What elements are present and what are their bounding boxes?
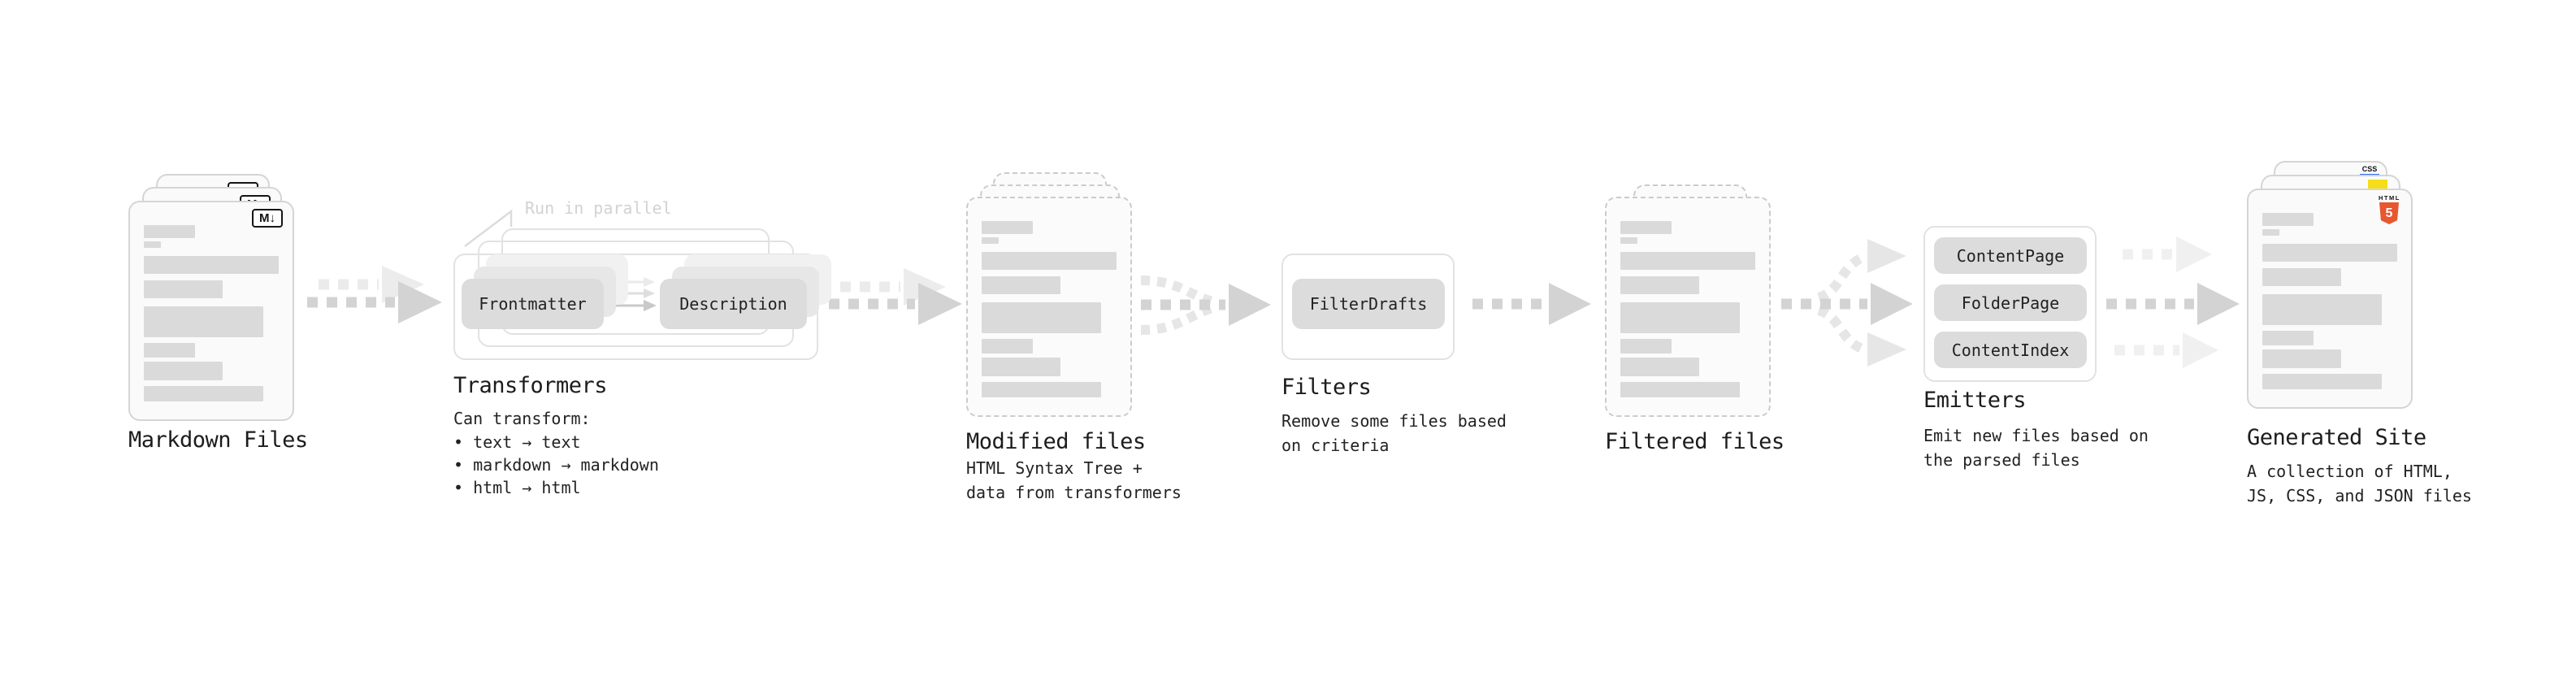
skeleton-text-bar <box>1620 252 1755 270</box>
emitter-folder-page-pill: FolderPage <box>1934 284 2087 321</box>
caption-line: Remove some files based <box>1281 411 1507 431</box>
skeleton-text-bar <box>982 302 1101 333</box>
bullet-item: • html → html <box>453 478 581 497</box>
skeleton-text-bar <box>1620 276 1699 294</box>
stage-title-filters: Filters <box>1281 375 1372 400</box>
arrow-emitters-to-site <box>2106 236 2240 368</box>
skeleton-text-bar <box>144 306 263 337</box>
stage-title-generated-site: Generated Site <box>2247 425 2426 450</box>
skeleton-text-bar <box>144 241 161 248</box>
file-page-front <box>1605 197 1771 417</box>
caption-line: Can transform: <box>453 409 591 428</box>
stage-title-filtered-files: Filtered files <box>1605 429 1785 454</box>
skeleton-text-bar <box>2262 331 2314 345</box>
skeleton-text-bar <box>982 252 1117 270</box>
caption-line: HTML Syntax Tree + <box>966 458 1143 478</box>
skeleton-text-bar <box>144 386 263 401</box>
caption-line: JS, CSS, and JSON files <box>2247 486 2472 505</box>
skeleton-text-bar <box>982 237 999 244</box>
arrow-filtered-to-emitters <box>1781 239 1913 367</box>
modified-files-caption: HTML Syntax Tree + data from transformer… <box>966 456 1182 505</box>
skeleton-text-bar <box>2262 268 2341 286</box>
skeleton-text-bar <box>144 362 223 380</box>
transformer-frontmatter-pill: Frontmatter <box>462 279 604 329</box>
skeleton-text-bar <box>144 256 279 274</box>
generated-site-caption: A collection of HTML, JS, CSS, and JSON … <box>2247 459 2472 508</box>
arrow-modified-to-filters <box>1140 275 1271 335</box>
stage-title-modified-files: Modified files <box>966 429 1146 454</box>
transformer-description-pill: Description <box>660 279 807 329</box>
bullet-item: • text → text <box>453 432 581 452</box>
skeleton-text-bar <box>2262 229 2279 236</box>
caption-line: on criteria <box>1281 436 1390 455</box>
skeleton-text-bar <box>2262 374 2382 389</box>
skeleton-text-bar <box>1620 358 1699 376</box>
filters-caption: Remove some files based on criteria <box>1281 409 1507 458</box>
caption-line: A collection of HTML, <box>2247 462 2452 481</box>
filter-drafts-pill: FilterDrafts <box>1292 279 1445 329</box>
skeleton-text-bar <box>2262 294 2382 325</box>
transformers-caption: Can transform: • text → text • markdown … <box>453 406 659 499</box>
stage-title-emitters: Emitters <box>1923 388 2027 413</box>
skeleton-text-bar <box>982 221 1033 234</box>
skeleton-text-bar <box>982 276 1060 294</box>
stage-title-transformers: Transformers <box>453 373 608 398</box>
file-page-front: M↓ <box>128 201 294 421</box>
skeleton-text-bar <box>144 280 223 298</box>
skeleton-text-bar <box>2262 244 2397 262</box>
skeleton-text-bar <box>144 225 195 238</box>
bullet-item: • markdown → markdown <box>453 455 659 475</box>
skeleton-text-bar <box>2262 349 2341 368</box>
run-in-parallel-note: Run in parallel <box>525 198 672 218</box>
skeleton-text-bar <box>144 343 195 358</box>
skeleton-text-bar <box>1620 382 1740 397</box>
arrow-filters-to-filtered <box>1472 283 1591 325</box>
caption-line: Emit new files based on <box>1923 426 2149 445</box>
markdown-icon: M↓ <box>252 209 283 228</box>
file-page-front <box>966 197 1132 417</box>
skeleton-text-bar <box>982 339 1033 354</box>
arrow-markdown-to-transformers <box>307 266 442 323</box>
stage-title-markdown-files: Markdown Files <box>128 427 308 453</box>
skeleton-text-bar <box>982 382 1101 397</box>
skeleton-text-bar <box>982 358 1060 376</box>
skeleton-text-bar <box>2262 213 2314 226</box>
skeleton-text-bar <box>1620 221 1672 234</box>
caption-line: data from transformers <box>966 483 1182 502</box>
skeleton-text-bar <box>1620 237 1637 244</box>
skeleton-text-bar <box>1620 302 1740 333</box>
skeleton-text-bar <box>1620 339 1672 354</box>
file-page-front: HTML 5 <box>2247 189 2413 409</box>
emitter-content-index-pill: ContentIndex <box>1934 332 2087 368</box>
emitter-content-page-pill: ContentPage <box>1934 237 2087 274</box>
emitters-caption: Emit new files based on the parsed files <box>1923 423 2149 472</box>
html5-icon: HTML 5 <box>2379 194 2400 224</box>
arrow-transformers-to-modified <box>829 268 962 325</box>
caption-line: the parsed files <box>1923 450 2080 470</box>
